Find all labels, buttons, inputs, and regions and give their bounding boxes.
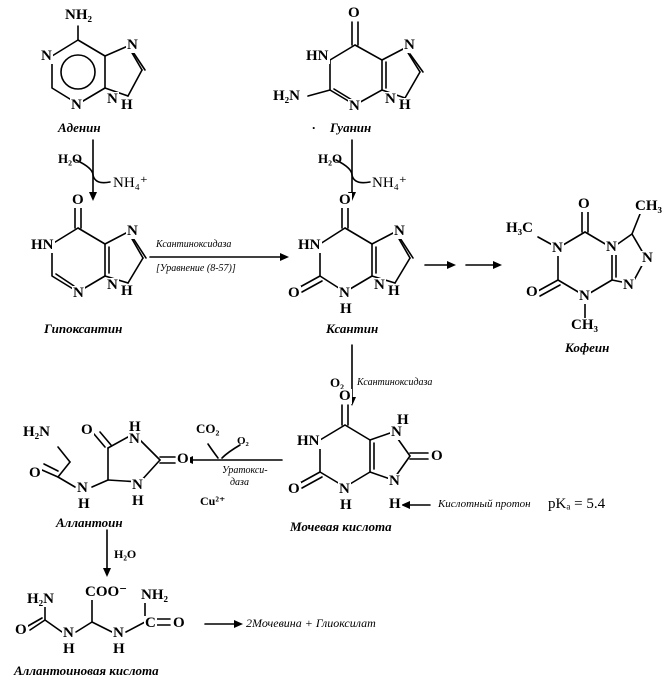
uric-h7: H [396,412,410,428]
allantoin-structure [41,431,176,488]
guanine-n9: N [384,91,397,107]
adenine-name: Аденин [58,120,101,135]
allantoic-n-right: N [112,625,125,641]
uricase-label-1: Уратокси- [222,465,268,476]
uric-n7: N [390,424,403,440]
xanthine-name: Ксантин [326,321,379,336]
caffeine-name: Кофеин [565,340,610,355]
hypoxanthine-structure [51,207,147,293]
guanine-water: H₂O [318,151,343,166]
guanine-h2n: H₂N [272,88,301,104]
caffeine-ch3-bottom: CH₃ [570,317,599,333]
uricase-label-2: даза [230,477,249,488]
guanine-ammonium: NH₄⁺ [372,175,407,191]
uric-h9: H [388,496,402,512]
allantoin-o3: O [28,465,42,481]
caffeine-n3: N [578,288,591,304]
hypoxanthine-name: Гипоксантин [44,321,123,336]
guanine-dot: · [312,120,316,135]
hypoxanthine-n3: N [72,285,85,301]
allantoin-o2: O [176,451,190,467]
guanine-name: Гуанин [330,120,372,135]
xanthine-o6: O [338,192,352,208]
hypoxanthine-h9: H [120,283,134,299]
allantoic-h-left: H [62,641,76,657]
xanthine-n3: N [338,285,351,301]
allantoic-o-right: O [172,615,186,631]
allantoic-acid-structure [27,599,171,633]
xanthine-o2: O [287,285,301,301]
uric-acid-name: Мочевая кислота [290,519,392,534]
xanthine-n9: N [373,277,386,293]
guanine-n7: N [403,37,416,53]
allantoin-o1: O [80,422,94,438]
xanthine-n7: N [393,223,406,239]
hypoxanthine-n9: N [106,277,119,293]
allantoin-h-amide: H [77,496,91,512]
xanthine-h3: H [339,301,353,317]
adenine-nh2: NH₂ [64,7,93,23]
uric-h3: H [339,497,353,513]
allantoin-name: Аллантоин [56,515,123,530]
allantoic-coo: COO⁻ [84,584,129,600]
allantoin-n-top: N [128,431,141,447]
final-products: 2Мочевина + Глиоксилат [246,616,376,630]
guanine-h9: H [398,97,412,113]
adenine-h9: H [120,97,134,113]
uric-n9: N [388,473,401,489]
caffeine-o6: O [577,196,591,212]
caffeine-o2: O [525,284,539,300]
allantoic-o-left: O [14,622,28,638]
hypoxanthine-n7: N [126,223,139,239]
uric-n3: N [338,481,351,497]
reaction-arrows [75,139,502,628]
adenine-n1: N [40,48,53,64]
hypoxanthine-hn: HN [30,237,55,253]
uric-hn: HN [296,433,321,449]
uric-o8: O [430,448,444,464]
uricase-o2: O₂ [237,435,249,447]
caffeine-n9: N [622,277,635,293]
adenine-ammonium: NH₄⁺ [113,175,148,191]
xanthine-h9: H [387,283,401,299]
caffeine-ch3-top: CH₃ [634,198,663,214]
allantoin-h-top: H [128,419,142,435]
guanine-n3: N [348,98,361,114]
copper-cofactor: Cu²⁺ [200,494,226,508]
allantoin-n-bottom: N [131,477,144,493]
allantoic-c: C [144,615,157,631]
allantoic-h2n: H₂N [26,591,55,607]
adenine-n9: N [106,91,119,107]
equation-reference: [Уравнение (8-57)] [156,263,236,274]
allantoic-n-left: N [62,625,75,641]
uricase-co2: CO₂ [196,421,220,436]
adenine-n7: N [126,37,139,53]
xanthine-oxidase-label-2: Ксантиноксидаза [357,377,433,388]
acidic-proton-label: Кислотный протон [438,498,531,510]
adenine-n3: N [70,97,83,113]
allantoic-h-right: H [112,641,126,657]
xanthine-hn: HN [297,237,322,253]
caffeine-h3c: H₃C [505,220,534,236]
allantoin-h-bottom: H [131,493,145,509]
uric-o2: O [287,481,301,497]
uric-o6: O [338,388,352,404]
allantoic-nh2: NH₂ [140,587,169,603]
xanthine-oxidase-label-1: Ксантиноксидаза [156,239,232,250]
caffeine-n7: N [605,239,618,255]
caffeine-n1: N [551,240,564,256]
allantoic-acid-name: Аллантоиновая кислота [14,663,159,678]
allantoin-n-amide: N [76,480,89,496]
guanine-hn: HN [305,48,330,64]
caffeine-n8: N [641,250,654,266]
allantoin-h2n: H₂N [22,424,51,440]
pka-value: pKₐ = 5.4 [548,496,606,512]
xanthine-oxygen: O₂ [330,375,345,390]
caffeine-structure [537,211,647,319]
hypoxanthine-o: O [71,192,85,208]
allantoin-water: H₂O [114,547,137,561]
adenine-water: H₂O [58,151,83,166]
guanine-o: O [347,5,361,21]
